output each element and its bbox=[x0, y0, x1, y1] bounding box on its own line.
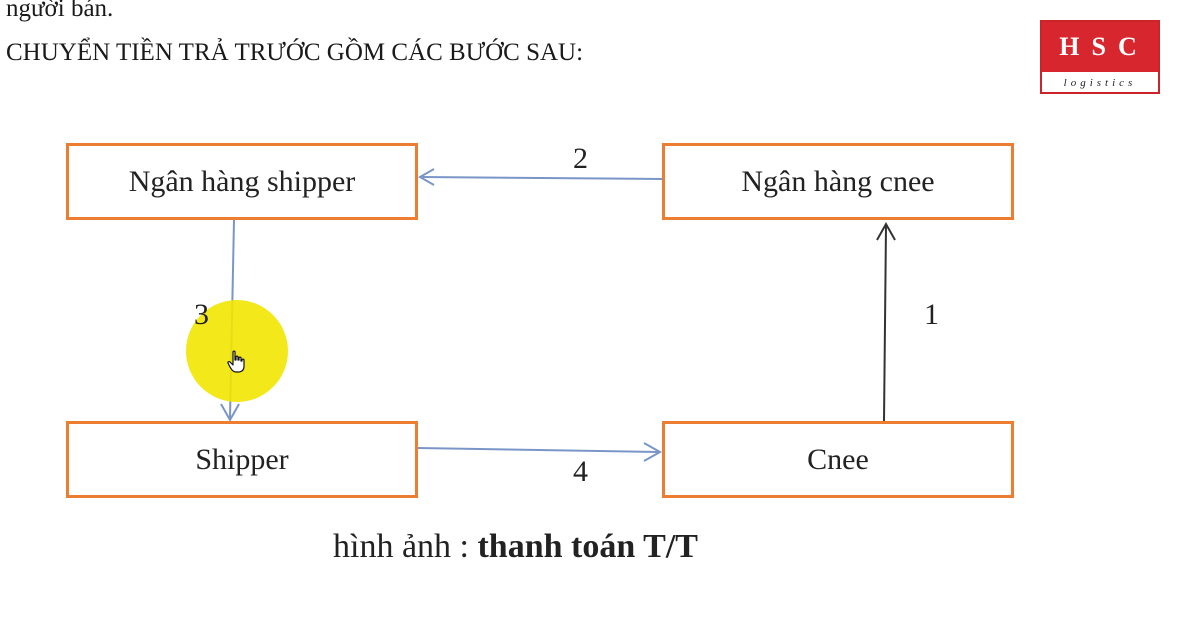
hand-cursor-icon bbox=[227, 350, 245, 373]
step-label-3: 3 bbox=[194, 298, 209, 331]
logo-main-text: HSC bbox=[1042, 22, 1158, 72]
step-label-2: 2 bbox=[573, 142, 588, 175]
arrow-step-4 bbox=[417, 442, 663, 462]
step-label-1: 1 bbox=[924, 298, 939, 331]
figure-caption: hình ảnh : thanh toán T/T bbox=[333, 528, 698, 566]
caption-bold: thanh toán T/T bbox=[477, 528, 698, 565]
node-cnee: Cnee bbox=[662, 421, 1014, 498]
cursor-highlight bbox=[186, 300, 288, 402]
caption-prefix: hình ảnh : bbox=[333, 528, 478, 565]
logo-sub-text: logistics bbox=[1063, 77, 1137, 89]
node-bank-shipper: Ngân hàng shipper bbox=[66, 143, 418, 220]
node-shipper: Shipper bbox=[66, 421, 418, 498]
intro-text-line: người bán. bbox=[6, 0, 114, 22]
node-bank-cnee: Ngân hàng cnee bbox=[662, 143, 1014, 220]
arrow-step-1 bbox=[876, 221, 896, 422]
hsc-logo: HSC logistics bbox=[1040, 20, 1160, 94]
section-heading: CHUYỂN TIỀN TRẢ TRƯỚC GỒM CÁC BƯỚC SAU: bbox=[6, 39, 584, 66]
arrow-step-2 bbox=[417, 168, 663, 186]
step-label-4: 4 bbox=[573, 455, 588, 488]
